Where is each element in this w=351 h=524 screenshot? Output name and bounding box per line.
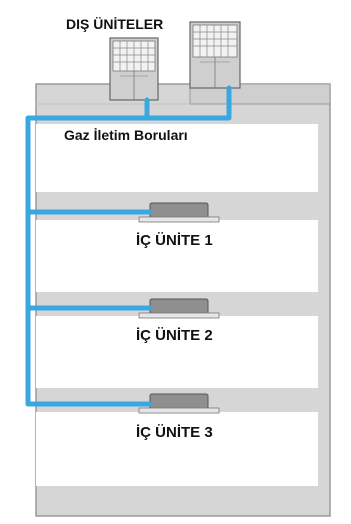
gas-pipe-trunk (25, 97, 150, 407)
gas-pipe-network (25, 85, 232, 407)
outdoor-unit-icon (189, 21, 241, 89)
indoor-unit-3-label: İÇ ÜNİTE 3 (136, 424, 213, 441)
gas-pipe-outdoor-link (144, 85, 232, 121)
building (35, 83, 331, 517)
floor-slot-1 (36, 124, 318, 192)
gas-pipes-label: Gaz İletim Boruları (64, 127, 188, 143)
floor-slot-3 (36, 316, 318, 388)
building-roof-step (189, 83, 331, 105)
indoor-unit-2-label: İÇ ÜNİTE 2 (136, 327, 213, 344)
floor-slot-4 (36, 412, 318, 486)
outdoor-units-label: DIŞ ÜNİTELER (66, 16, 164, 32)
outdoor-unit-icon (109, 37, 159, 101)
floor-slot-2 (36, 220, 318, 292)
indoor-unit-1-label: İÇ ÜNİTE 1 (136, 232, 213, 249)
indoor-cassette-unit-icon (138, 393, 220, 414)
indoor-cassette-unit-icon (138, 202, 220, 223)
